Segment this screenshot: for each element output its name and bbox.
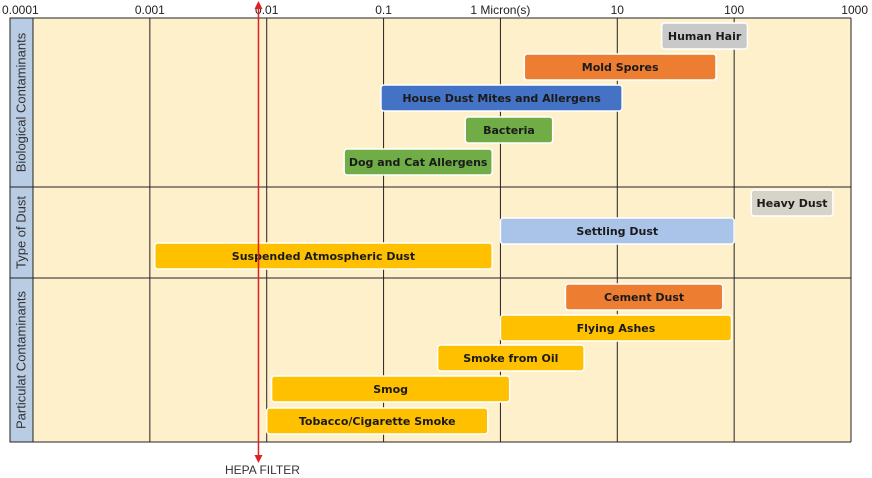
range-bar bbox=[564, 283, 724, 311]
x-tick-label: 0.001 bbox=[135, 3, 165, 17]
bar-label: Cement Dust bbox=[604, 291, 684, 304]
range-bar bbox=[270, 375, 511, 403]
bar-label: Bacteria bbox=[483, 124, 535, 137]
bar-label: Tobacco/Cigarette Smoke bbox=[299, 415, 456, 428]
bar-label: Mold Spores bbox=[582, 61, 659, 74]
range-bar bbox=[499, 217, 735, 245]
bar-label: Flying Ashes bbox=[577, 322, 656, 335]
range-bar bbox=[464, 116, 554, 144]
bar-label: Smog bbox=[373, 383, 408, 396]
range-bar bbox=[380, 84, 623, 112]
hepa-arrow-up-icon bbox=[254, 1, 263, 9]
range-bar bbox=[265, 407, 489, 435]
x-tick-label: 100 bbox=[724, 3, 744, 17]
bar-label: Suspended Atmospheric Dust bbox=[232, 250, 415, 263]
hepa-arrow-down-icon bbox=[254, 455, 263, 463]
range-bar bbox=[436, 344, 585, 372]
x-tick-label: 1 Micron(s) bbox=[470, 3, 530, 17]
x-tick-label: 0.0001 bbox=[2, 3, 39, 17]
group-label: Particulat Contaminants bbox=[14, 290, 29, 429]
bar-label: Smoke from Oil bbox=[463, 352, 558, 365]
range-bar bbox=[660, 22, 749, 50]
group-band bbox=[9, 277, 34, 443]
x-tick-label: 0.1 bbox=[375, 3, 392, 17]
x-tick-label: 1000 bbox=[841, 3, 868, 17]
range-bar bbox=[499, 314, 733, 342]
bar-label: Heavy Dust bbox=[757, 197, 828, 210]
group-label: Type of Dust bbox=[14, 196, 29, 269]
group-label: Biological Contaminants bbox=[14, 32, 29, 172]
bar-label: Human Hair bbox=[668, 30, 742, 43]
x-tick-label: 10 bbox=[611, 3, 625, 17]
range-bar bbox=[343, 148, 493, 176]
bar-label: Dog and Cat Allergens bbox=[349, 156, 488, 169]
bar-label: House Dust Mites and Allergens bbox=[402, 92, 601, 105]
range-bar bbox=[750, 189, 834, 217]
range-bar bbox=[523, 53, 717, 81]
bar-label: Settling Dust bbox=[576, 225, 658, 238]
range-bar bbox=[153, 242, 493, 270]
hepa-filter-label: HEPA FILTER bbox=[225, 463, 300, 477]
